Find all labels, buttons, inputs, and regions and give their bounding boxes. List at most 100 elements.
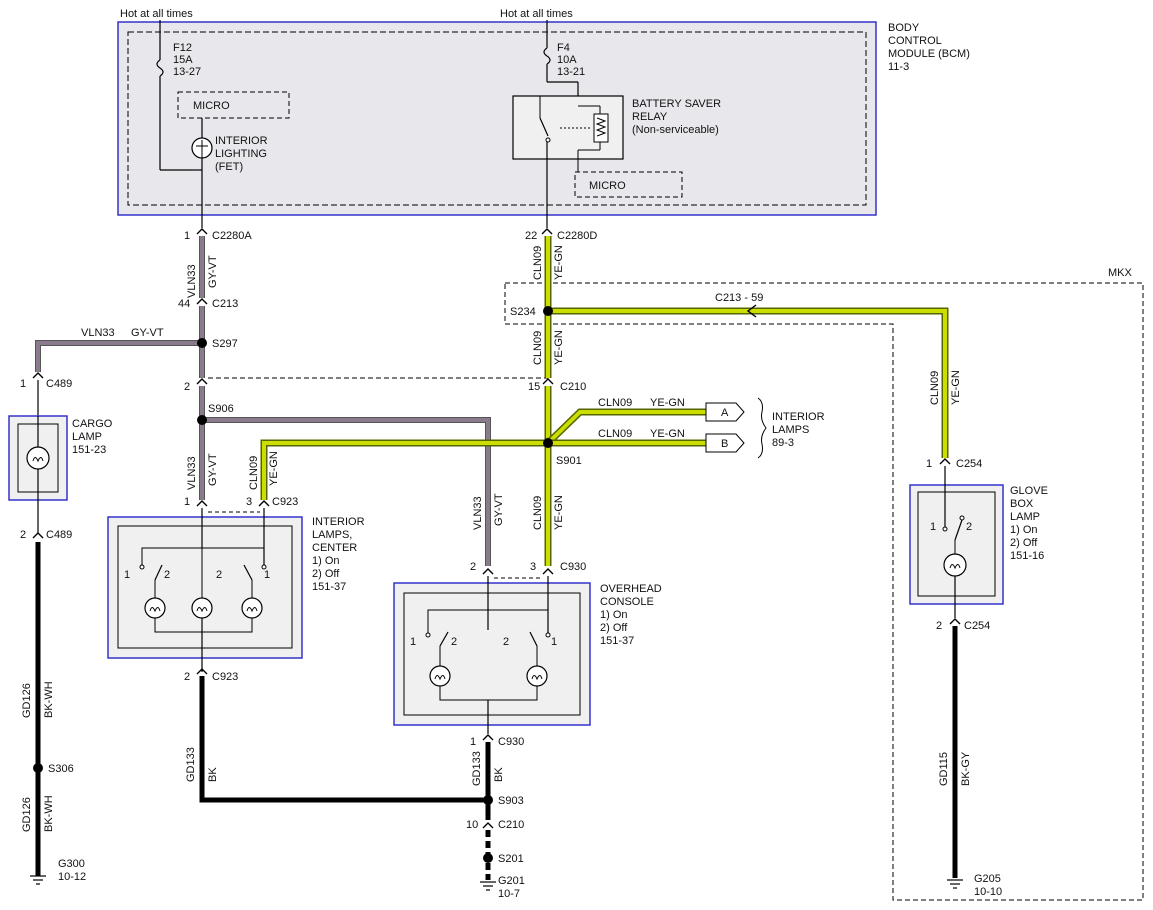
wire-bk-label-right: BK	[493, 767, 505, 782]
interior-lamps-tag-a	[705, 402, 745, 422]
bcm-inner-boundary	[127, 31, 867, 206]
splice-s234	[543, 306, 553, 316]
s297-label: S297	[212, 338, 238, 350]
cargo-lamp-label-line1: CARGO	[72, 418, 113, 430]
wire-cln09-label-b: CLN09	[598, 428, 632, 440]
relay-label-line3: (Non-serviceable)	[632, 124, 719, 136]
overhead-console-off: 2) Off	[600, 622, 628, 634]
wire-gd133-bk	[199, 676, 488, 803]
wire-bkwh-label-top: BK-WH	[43, 681, 55, 718]
wire-cln09-yegn	[260, 236, 949, 566]
wire-cln09-label-glove: CLN09	[929, 371, 941, 405]
micro-left-box	[177, 91, 290, 119]
g205-label: G205	[974, 873, 1001, 885]
tag-b-label: B	[721, 438, 728, 450]
glove-box-ref: 151-16	[1010, 550, 1044, 562]
overhead-console-on: 1) On	[600, 609, 628, 621]
wire-vln33-label-top: VLN33	[186, 264, 198, 298]
wire-bkgy-label: BK-GY	[960, 751, 972, 786]
glove-box-lamp-box	[909, 484, 1004, 605]
c210-pin: 15	[528, 381, 540, 393]
glove-box-label-line1: GLOVE	[1010, 485, 1048, 497]
overhead-console-ref: 151-37	[600, 635, 634, 647]
g300-ref: 10-12	[58, 871, 86, 883]
wire-vln33-label-cargo: VLN33	[81, 327, 115, 339]
cargo-lamp-label-line2: LAMP	[72, 431, 102, 443]
c489-bot-pin: 2	[20, 529, 26, 541]
fet-label-line2: LIGHTING	[215, 148, 267, 160]
wire-vln33-gyvt	[35, 236, 491, 566]
center-lamp-pos1-right: 1	[264, 569, 270, 581]
wire-yegn-label-glove: YE-GN	[950, 370, 962, 405]
splice-s201	[483, 853, 493, 863]
c210-label: C210	[560, 381, 586, 393]
wire-yegn-label-mid: YE-GN	[553, 330, 565, 365]
c213-59-label: C213 - 59	[715, 292, 763, 304]
wire-gd133-label-left: GD133	[185, 747, 197, 782]
wire-vln33-label-center: VLN33	[186, 456, 198, 490]
c923-label: C923	[272, 496, 298, 508]
glove-box-off: 2) Off	[1010, 537, 1038, 549]
wire-yegn-label-a: YE-GN	[650, 397, 685, 409]
s906-label: S906	[208, 403, 234, 415]
ground-g300-icon	[30, 875, 46, 885]
c210-left-pin: 2	[184, 381, 190, 393]
interior-lamps-bracket	[757, 397, 767, 459]
tag-a-label: A	[721, 407, 729, 419]
interior-lamps-center-box	[107, 516, 303, 659]
wire-cln09-label-bcm: CLN09	[532, 246, 544, 280]
overhead-console-box	[393, 582, 591, 726]
center-lamp-pos2-right: 2	[216, 569, 222, 581]
wire-gyvt-label-cargo: GY-VT	[131, 327, 164, 339]
fuse-f4-rating: 10A	[557, 54, 577, 66]
interior-lamps-tag-b	[705, 433, 745, 453]
wire-cln09-label-mid: CLN09	[532, 331, 544, 365]
c930-pin2: 2	[470, 561, 476, 573]
fuse-f4-icon	[543, 47, 551, 65]
fet-label-line3: (FET)	[215, 161, 243, 173]
splice-s297	[197, 338, 207, 348]
g201-label: G201	[498, 875, 525, 887]
interior-lamps-center-label-line3: CENTER	[312, 542, 357, 554]
s903-label: S903	[498, 795, 524, 807]
hot-at-all-times-right: Hot at all times	[500, 8, 573, 20]
c2280a-pin: 1	[184, 230, 190, 242]
s234-label: S234	[510, 306, 536, 318]
interior-lamps-center-label-line2: LAMPS,	[312, 529, 352, 541]
g205-ref: 10-10	[974, 886, 1002, 898]
console-pos1-right: 1	[551, 636, 557, 648]
c923-bot-pin: 2	[184, 671, 190, 683]
c923-bot-label: C923	[212, 671, 238, 683]
glove-box-label-line3: LAMP	[1010, 511, 1040, 523]
cargo-lamp-bulb-icon	[26, 446, 50, 470]
wire-cln09-label-console: CLN09	[532, 496, 544, 530]
wire-gd133-label-right: GD133	[471, 751, 483, 786]
interior-lamps-center-label-line1: INTERIOR	[312, 516, 365, 528]
c254-bot-label: C254	[964, 620, 990, 632]
glove-box-label-line2: BOX	[1010, 498, 1034, 510]
c2280d-pin: 22	[525, 230, 537, 242]
splice-s901	[543, 438, 553, 448]
glove-box-bulb-icon	[943, 553, 967, 577]
bcm-label-line1: BODY	[888, 22, 920, 34]
micro-right-label: MICRO	[589, 180, 626, 192]
splice-s903	[483, 795, 493, 805]
c930-label: C930	[560, 561, 586, 573]
c489-bot-label: C489	[46, 529, 72, 541]
s306-label: S306	[48, 763, 74, 775]
fuse-f4-ref: 13-21	[557, 66, 585, 78]
mkx-label: MKX	[1108, 267, 1133, 279]
wire-gyvt-label-top: GY-VT	[207, 255, 219, 288]
cargo-lamp-ref: 151-23	[72, 444, 106, 456]
wire-gd126-label-top: GD126	[21, 683, 33, 718]
wire-gd115-label: GD115	[938, 752, 950, 786]
fet-label-line1: INTERIOR	[215, 135, 268, 147]
c213-label: C213	[212, 298, 238, 310]
splice-s306	[33, 763, 43, 773]
interior-lamps-label-line1: INTERIOR	[772, 411, 825, 423]
hot-at-all-times-left: Hot at all times	[120, 8, 193, 20]
fuse-f12-ref: 13-27	[173, 66, 201, 78]
c213-pin: 44	[178, 298, 190, 310]
interior-lamps-ref: 89-3	[772, 437, 794, 449]
